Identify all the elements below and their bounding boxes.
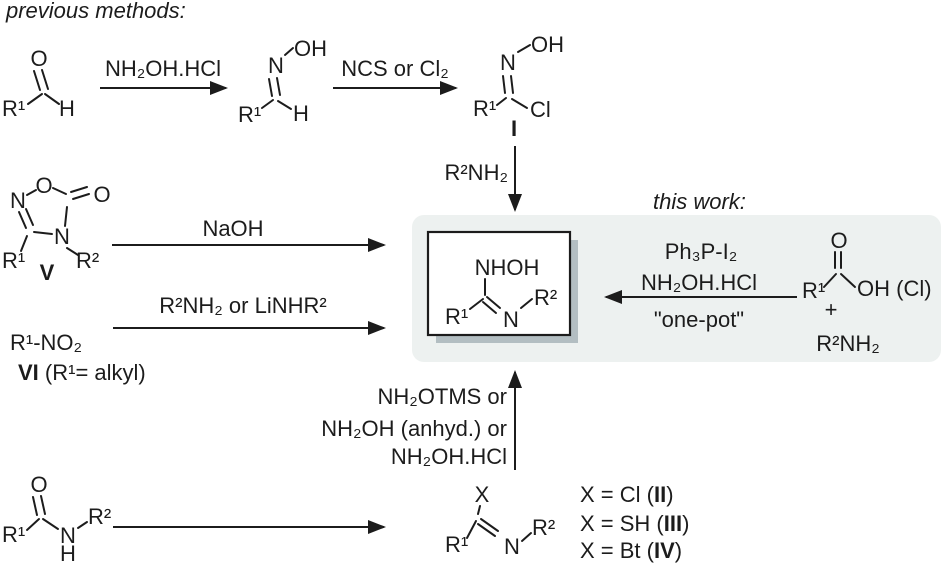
atom-H: H <box>59 96 75 121</box>
atom-N: N <box>60 523 76 548</box>
acid-structure: O R¹ OH (Cl) + R²NH₂ <box>802 228 932 356</box>
atom-R1: R¹ <box>2 96 25 121</box>
atom-R1: R¹ <box>473 96 496 121</box>
atom-N4: N <box>54 224 70 249</box>
compound-label-VI: VI (R¹= alkyl) <box>18 360 146 385</box>
x-legend-row-2: X = SH (III) <box>580 511 689 536</box>
atom-O: O <box>30 472 47 497</box>
x-legend-row-3: X = Bt (IV) <box>580 538 682 563</box>
arrow-nh2oh: NH₂OH.HCl <box>100 56 228 95</box>
atom-H: H <box>60 541 76 563</box>
atom-R2: R² <box>532 515 555 540</box>
atom-R2: R² <box>534 285 557 310</box>
atom-R2: R² <box>88 504 111 529</box>
group-NHOH: NHOH <box>475 255 540 280</box>
atom-R1: R¹ <box>445 532 468 557</box>
atom-Cl: Cl <box>530 97 551 122</box>
arrow-hydroxylamine-up: NH₂OTMS or NH₂OH (anhyd.) or NH₂OH.HCl <box>321 370 522 470</box>
atom-N: N <box>500 50 516 75</box>
imine-structure: X R¹ N R² <box>445 482 555 559</box>
arrow-nh2oh-label: NH₂OH.HCl <box>105 56 221 81</box>
arrow-r2nh2-label: R²NH₂ <box>444 160 508 185</box>
nitro-formula: R¹-NO₂ <box>10 330 82 355</box>
product-box: NHOH R¹ N R² <box>426 230 578 343</box>
atom-R1: R¹ <box>2 522 25 547</box>
atom-R1: R¹ <box>445 304 468 329</box>
arrow-naoh: NaOH <box>112 216 386 252</box>
reagent-ph3p-i2: Ph₃P-I₂ <box>665 239 738 264</box>
compound-label-I: I <box>511 116 517 141</box>
arrow-amine-label: R²NH₂ or LiNHR² <box>159 293 326 318</box>
atom-H: H <box>293 101 309 126</box>
atom-X: X <box>475 482 490 507</box>
atom-N: N <box>503 307 519 332</box>
oxime-structure: N OH R¹ H <box>238 36 327 127</box>
atom-O: O <box>830 228 847 253</box>
atom-R1: R¹ <box>238 102 261 127</box>
arrow-ncs-label: NCS or Cl₂ <box>341 56 449 81</box>
reagent-nh2oh-hcl-2: NH₂OH.HCl <box>391 444 507 469</box>
amide-structure: O R¹ N H R² <box>2 472 111 563</box>
hydroximoyl-chloride-structure: N OH R¹ Cl I <box>473 32 564 141</box>
plus-sign: + <box>825 297 838 322</box>
atom-OH: OH <box>531 32 564 57</box>
arrow-one-pot: Ph₃P-I₂ NH₂OH.HCl "one-pot" <box>604 239 797 332</box>
arrow-naoh-label: NaOH <box>202 216 263 241</box>
atom-N: N <box>504 534 520 559</box>
oxadiazolone-structure: O N N O R¹ R² V <box>2 173 111 285</box>
x-legend: X = Cl (II) X = SH (III) X = Bt (IV) <box>580 482 689 563</box>
aldehyde-structure: O R¹ H <box>2 46 75 121</box>
atom-R1: R¹ <box>802 278 825 303</box>
atom-R2: R² <box>76 248 99 273</box>
atom-N: N <box>268 53 284 78</box>
atom-N2: N <box>10 188 26 213</box>
nitroalkane-group: R¹-NO₂ VI (R¹= alkyl) <box>10 330 146 385</box>
reagent-nh2oh-hcl: NH₂OH.HCl <box>641 270 757 295</box>
group-OH-Cl: OH (Cl) <box>857 276 932 301</box>
atom-OH: OH <box>294 36 327 61</box>
product-box-frame <box>426 230 572 337</box>
one-pot-label: "one-pot" <box>654 307 744 332</box>
this-work-title: this work: <box>653 189 746 214</box>
atom-O-exo: O <box>93 182 110 207</box>
amine-r2nh2: R²NH₂ <box>816 331 880 356</box>
x-legend-row-1: X = Cl (II) <box>580 482 674 507</box>
previous-methods-title: previous methods: <box>5 0 186 23</box>
arrow-ncs: NCS or Cl₂ <box>333 56 458 95</box>
compound-label-V: V <box>40 260 55 285</box>
reagent-nh2oh-anhyd: NH₂OH (anhyd.) or <box>321 416 507 441</box>
atom-O1: O <box>35 173 52 198</box>
reagent-nh2otms: NH₂OTMS or <box>377 384 507 409</box>
arrow-r2nh2-down: R²NH₂ <box>444 146 522 212</box>
atom-R1: R¹ <box>2 248 25 273</box>
arrow-amine-linhr: R²NH₂ or LiNHR² <box>113 293 386 335</box>
atom-O: O <box>30 46 47 71</box>
